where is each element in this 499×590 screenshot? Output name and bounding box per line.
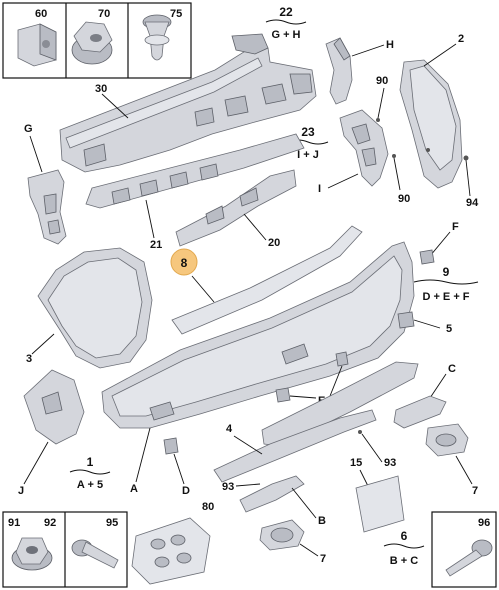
callout-D[interactable]: D (182, 485, 190, 497)
callout-3[interactable]: 3 (26, 353, 32, 365)
bumper-trim-strip-8[interactable] (171, 225, 363, 335)
callout-21[interactable]: 21 (150, 239, 162, 251)
bracket-G[interactable] (27, 169, 67, 245)
bracket-C[interactable] (393, 395, 447, 429)
bracket-J[interactable] (23, 369, 85, 445)
callout-J[interactable]: J (18, 485, 24, 497)
callout-94[interactable]: 94 (466, 197, 479, 209)
callout-F[interactable]: F (452, 221, 459, 233)
group-23-members: I + J (297, 149, 319, 161)
callout-22[interactable]: 22 (279, 5, 293, 19)
group-1-members: A + 5 (77, 479, 103, 491)
plate-15[interactable] (355, 475, 405, 533)
clip-E-lower[interactable] (275, 387, 291, 403)
callout-A[interactable]: A (130, 483, 138, 495)
callout-2[interactable]: 2 (458, 33, 464, 45)
clip-E-upper[interactable] (335, 351, 349, 367)
callout-B[interactable]: B (318, 515, 326, 527)
screw-96[interactable] (445, 539, 493, 577)
callout-90-upper[interactable]: 90 (376, 75, 388, 87)
push-clip-75-part[interactable] (142, 14, 172, 61)
clip-F[interactable] (419, 249, 435, 265)
callout-9[interactable]: 9 (443, 265, 450, 279)
absorber-20[interactable] (175, 169, 297, 247)
callout-4[interactable]: 4 (226, 423, 233, 435)
callout-G[interactable]: G (24, 123, 33, 135)
callout-C[interactable]: C (448, 363, 456, 375)
group-9-members: D + E + F (422, 291, 469, 303)
group-22-members: G + H (271, 29, 300, 41)
bolt-95[interactable] (71, 539, 119, 569)
callout-96[interactable]: 96 (478, 517, 490, 529)
clip-60-part[interactable] (17, 23, 57, 67)
callout-93-right[interactable]: 93 (384, 457, 396, 469)
callout-23[interactable]: 23 (301, 125, 315, 139)
callout-60[interactable]: 60 (35, 8, 47, 20)
callout-5[interactable]: 5 (446, 323, 452, 335)
side-panel-2[interactable] (399, 59, 463, 189)
callout-91[interactable]: 91 (8, 517, 20, 529)
clip-5[interactable] (397, 311, 415, 329)
callout-90-lower[interactable]: 90 (398, 193, 410, 205)
callout-20[interactable]: 20 (268, 237, 280, 249)
sensor-housing-7-right[interactable] (425, 423, 469, 457)
callout-8[interactable]: 8 (181, 256, 188, 270)
callout-15[interactable]: 15 (350, 457, 362, 469)
callout-7-right[interactable]: 7 (472, 485, 478, 497)
flange-nut-91[interactable] (11, 537, 53, 571)
lower-grille-4[interactable] (213, 409, 377, 483)
highlight-marker-8 (170, 248, 198, 276)
callout-70[interactable]: 70 (98, 8, 110, 20)
callout-I[interactable]: I (318, 183, 321, 195)
nut-70-part[interactable] (71, 21, 113, 65)
bumper-cover-A[interactable] (101, 241, 415, 429)
callout-75[interactable]: 75 (170, 8, 182, 20)
bumper-reinforcement-30[interactable] (59, 33, 317, 173)
bracket-I[interactable] (339, 109, 389, 187)
fastener-kit-80[interactable] (131, 517, 211, 585)
callout-1[interactable]: 1 (87, 455, 94, 469)
callout-30[interactable]: 30 (95, 83, 107, 95)
clip-D[interactable] (163, 437, 179, 455)
callout-80[interactable]: 80 (202, 501, 214, 513)
callout-95[interactable]: 95 (106, 517, 118, 529)
group-6-members: B + C (390, 555, 418, 567)
side-cover-3[interactable] (37, 247, 153, 369)
bracket-H[interactable] (325, 37, 353, 105)
callout-7-left[interactable]: 7 (320, 553, 326, 565)
bracket-B[interactable] (239, 475, 305, 513)
callout-H[interactable]: H (386, 39, 394, 51)
lower-absorber-21[interactable] (85, 133, 305, 209)
callout-93-left[interactable]: 93 (222, 481, 234, 493)
sensor-housing-7-left[interactable] (259, 519, 305, 551)
callout-6[interactable]: 6 (401, 529, 408, 543)
callout-92[interactable]: 92 (44, 517, 56, 529)
